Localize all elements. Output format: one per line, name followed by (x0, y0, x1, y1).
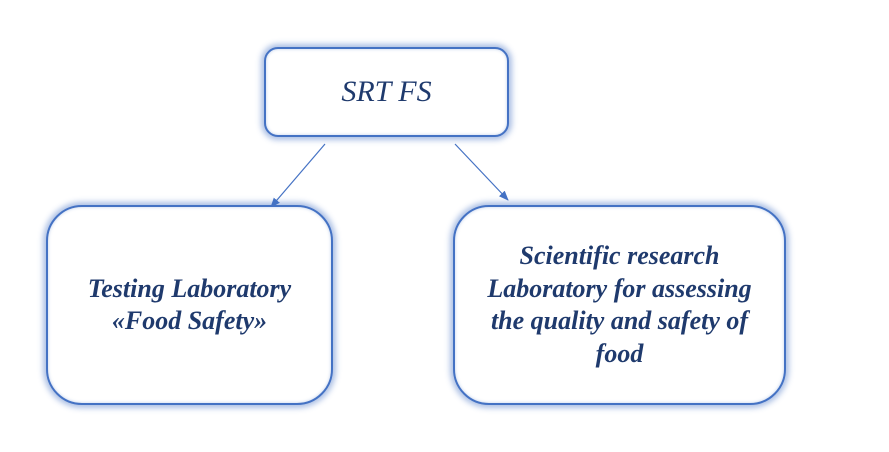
research-laboratory-label: Scientific research Laboratory for asses… (487, 241, 752, 368)
testing-laboratory-node: Testing Laboratory «Food Safety» (46, 205, 333, 405)
testing-laboratory-label: Testing Laboratory «Food Safety» (87, 273, 292, 336)
arrow-root-to-right (454, 143, 509, 201)
root-node-label: SRT FS (341, 75, 432, 108)
research-laboratory-node: Scientific research Laboratory for asses… (453, 205, 786, 405)
arrow-root-to-left (270, 143, 326, 208)
root-node: SRT FS (264, 47, 509, 137)
